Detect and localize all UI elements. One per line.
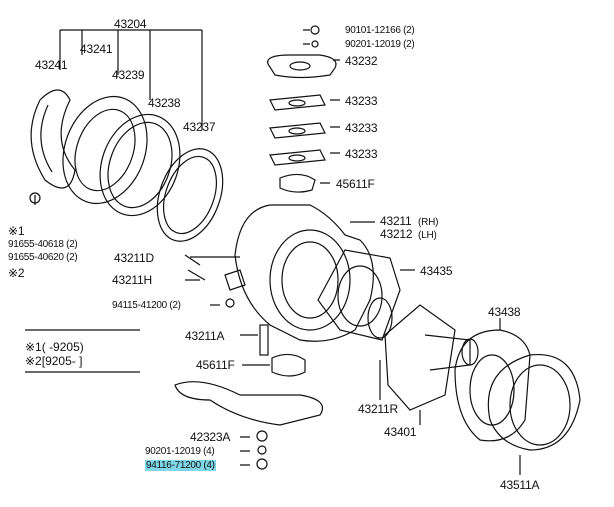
label-91655-a: 91655-40618 (2) (8, 239, 78, 250)
washer-small-left (29, 192, 41, 204)
legend-text-2: [9205- ] (41, 354, 83, 368)
legend-text-1: ( -9205) (41, 340, 84, 354)
label-94116: 94116-71200 (4) (145, 459, 216, 473)
spindle-43401 (384, 304, 479, 411)
label-43211d: 43211D (114, 251, 154, 265)
label-43212: 43212 (380, 227, 413, 241)
label-43233-c: 43233 (345, 147, 378, 161)
label-43239: 43239 (112, 68, 145, 82)
label-43212-lh: (LH) (418, 230, 437, 241)
highlighted-part-number[interactable]: 94116-71200 (4) (145, 460, 216, 471)
label-45611f-top: 45611F (336, 177, 375, 191)
label-43238: 43238 (148, 96, 181, 110)
oil-seal-set (30, 89, 224, 242)
label-43211: 43211 (380, 214, 412, 228)
label-43211-rh: (RH) (418, 217, 439, 228)
bushing-45611f-bot (271, 353, 306, 377)
legend-row-1: ※1( -9205) (25, 340, 84, 354)
label-42323a: 42323A (190, 430, 231, 444)
label-43438: 43438 (488, 305, 521, 319)
label-star2: ※2 (8, 266, 25, 280)
label-43232: 43232 (345, 54, 378, 68)
legend-mark-1: ※1 (25, 340, 42, 354)
label-43233-b: 43233 (345, 121, 378, 135)
label-45611f-bot: 45611F (196, 358, 235, 372)
label-94115: 94115-41200 (2) (112, 300, 181, 311)
label-star1: ※1 (8, 224, 25, 238)
label-90101: 90101-12166 (2) (345, 25, 415, 36)
label-90201-b: 90201-12019 (4) (145, 446, 215, 457)
knuckle-arm (174, 381, 324, 426)
label-43241-b: 43241 (80, 42, 113, 56)
gasket-43435 (317, 249, 401, 341)
label-43511a: 43511A (500, 478, 540, 492)
label-43241-a: 43241 (35, 58, 68, 72)
label-43233-a: 43233 (345, 94, 378, 108)
label-43237: 43237 (183, 120, 216, 134)
label-91655-b: 91655-40620 (2) (8, 252, 78, 263)
label-90201-a: 90201-12019 (2) (345, 39, 415, 50)
label-43204: 43204 (114, 17, 147, 31)
legend-mark-2: ※2 (25, 354, 42, 368)
steering-knuckle (224, 204, 374, 342)
seal-43211r (367, 297, 393, 339)
label-43435: 43435 (420, 264, 453, 278)
stud-43211a (259, 324, 269, 356)
label-43211a: 43211A (185, 329, 225, 343)
label-43211h: 43211H (112, 273, 152, 287)
label-43211r: 43211R (358, 402, 398, 416)
drum-43511a (487, 353, 581, 451)
label-43401: 43401 (384, 425, 417, 439)
legend-row-2: ※2[9205- ] (25, 354, 82, 368)
leader-43204 (59, 29, 203, 130)
top-shims (267, 25, 337, 193)
